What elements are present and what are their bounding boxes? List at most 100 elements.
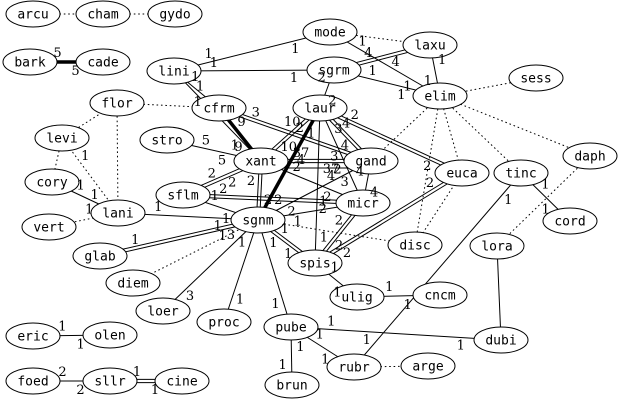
node-ellipse-xant[interactable] xyxy=(233,147,289,175)
node-bark[interactable]: bark xyxy=(2,48,58,76)
node-cine[interactable]: cine xyxy=(154,367,210,395)
node-ellipse-lora[interactable] xyxy=(469,232,525,260)
node-proc[interactable]: proc xyxy=(196,308,252,336)
node-micr[interactable]: micr xyxy=(335,189,391,217)
node-cncm[interactable]: cncm xyxy=(412,281,468,309)
node-ellipse-arcu[interactable] xyxy=(5,0,61,28)
node-lora[interactable]: lora xyxy=(469,232,525,260)
node-gand[interactable]: gand xyxy=(343,147,399,175)
node-label-gand: gand xyxy=(355,155,386,170)
node-ellipse-cfrm[interactable] xyxy=(191,94,247,122)
node-ellipse-cncm[interactable] xyxy=(412,281,468,309)
node-ellipse-cord[interactable] xyxy=(542,207,598,235)
node-tinc[interactable]: tinc xyxy=(493,159,549,187)
node-rubr[interactable]: rubr xyxy=(326,353,382,381)
node-sgnm[interactable]: sgnm xyxy=(230,206,286,234)
node-ellipse-disc[interactable] xyxy=(387,231,443,259)
node-cord[interactable]: cord xyxy=(542,207,598,235)
node-ellipse-olen[interactable] xyxy=(82,321,138,349)
node-olen[interactable]: olen xyxy=(82,321,138,349)
node-ellipse-foed[interactable] xyxy=(5,367,61,395)
node-ellipse-lani[interactable] xyxy=(90,199,146,227)
node-ellipse-sllr[interactable] xyxy=(82,367,138,395)
node-flor[interactable]: flor xyxy=(89,89,145,117)
node-stro[interactable]: stro xyxy=(139,126,195,154)
node-ellipse-flor[interactable] xyxy=(89,89,145,117)
node-vert[interactable]: vert xyxy=(21,213,77,241)
node-foed[interactable]: foed xyxy=(5,367,61,395)
node-arge[interactable]: arge xyxy=(400,352,456,380)
node-ellipse-elim[interactable] xyxy=(412,82,468,110)
node-ellipse-euca[interactable] xyxy=(434,159,490,187)
node-ellipse-spis[interactable] xyxy=(287,249,343,277)
node-arcu[interactable]: arcu xyxy=(5,0,61,28)
node-ellipse-sgnm[interactable] xyxy=(230,206,286,234)
node-loer[interactable]: loer xyxy=(135,297,191,325)
node-mode[interactable]: mode xyxy=(302,18,358,46)
edge-weight-gand-micr: 4 xyxy=(356,164,364,179)
node-ellipse-arge[interactable] xyxy=(400,352,456,380)
node-ellipse-cham[interactable] xyxy=(75,0,131,28)
node-lini[interactable]: lini xyxy=(146,57,202,85)
edge-laur-euca xyxy=(319,106,463,175)
node-ellipse-sess[interactable] xyxy=(508,64,564,92)
node-ellipse-mode[interactable] xyxy=(302,18,358,46)
node-sflm[interactable]: sflm xyxy=(155,181,211,209)
node-ellipse-brun[interactable] xyxy=(264,371,320,399)
node-ellipse-proc[interactable] xyxy=(196,308,252,336)
node-ellipse-gand[interactable] xyxy=(343,147,399,175)
node-laur[interactable]: laur xyxy=(292,94,348,122)
edge-weight-mode-elim: 1 xyxy=(358,35,366,50)
node-ellipse-cine[interactable] xyxy=(154,367,210,395)
node-cham[interactable]: cham xyxy=(75,0,131,28)
node-ellipse-stro[interactable] xyxy=(139,126,195,154)
node-gydo[interactable]: gydo xyxy=(147,0,203,28)
node-euca[interactable]: euca xyxy=(434,159,490,187)
node-ellipse-pube[interactable] xyxy=(263,313,319,341)
node-sess[interactable]: sess xyxy=(508,64,564,92)
node-ellipse-cade[interactable] xyxy=(75,48,131,76)
node-dubi[interactable]: dubi xyxy=(473,326,529,354)
node-ellipse-laur[interactable] xyxy=(292,94,348,122)
node-cfrm[interactable]: cfrm xyxy=(191,94,247,122)
node-ellipse-gydo[interactable] xyxy=(147,0,203,28)
node-ellipse-rubr[interactable] xyxy=(326,353,382,381)
node-ellipse-eric[interactable] xyxy=(5,322,61,350)
node-ellipse-vert[interactable] xyxy=(21,213,77,241)
node-diem[interactable]: diem xyxy=(105,269,161,297)
node-ellipse-micr[interactable] xyxy=(335,189,391,217)
node-laxu[interactable]: laxu xyxy=(402,31,458,59)
node-ellipse-daph[interactable] xyxy=(562,142,618,170)
node-daph[interactable]: daph xyxy=(562,142,618,170)
node-sllr[interactable]: sllr xyxy=(82,367,138,395)
node-ulig[interactable]: ulig xyxy=(329,283,385,311)
node-xant[interactable]: xant xyxy=(233,147,289,175)
edge-weight-sgnm-spis: 1 xyxy=(284,247,292,262)
node-glab[interactable]: glab xyxy=(72,242,128,270)
node-ellipse-lini[interactable] xyxy=(146,57,202,85)
node-spis[interactable]: spis xyxy=(287,249,343,277)
node-ellipse-ulig[interactable] xyxy=(329,283,385,311)
node-disc[interactable]: disc xyxy=(387,231,443,259)
node-ellipse-cory[interactable] xyxy=(24,168,80,196)
node-ellipse-laxu[interactable] xyxy=(402,31,458,59)
node-eric[interactable]: eric xyxy=(5,322,61,350)
node-ellipse-glab[interactable] xyxy=(72,242,128,270)
node-pube[interactable]: pube xyxy=(263,313,319,341)
node-brun[interactable]: brun xyxy=(264,371,320,399)
node-ellipse-levi[interactable] xyxy=(34,124,90,152)
node-ellipse-sgrm[interactable] xyxy=(306,56,362,84)
node-cory[interactable]: cory xyxy=(24,168,80,196)
edge-weight-sgrm-elim: 1 xyxy=(397,88,405,103)
node-ellipse-diem[interactable] xyxy=(105,269,161,297)
node-ellipse-bark[interactable] xyxy=(2,48,58,76)
node-ellipse-loer[interactable] xyxy=(135,297,191,325)
node-elim[interactable]: elim xyxy=(412,82,468,110)
node-lani[interactable]: lani xyxy=(90,199,146,227)
node-levi[interactable]: levi xyxy=(34,124,90,152)
node-cade[interactable]: cade xyxy=(75,48,131,76)
node-sgrm[interactable]: sgrm xyxy=(306,56,362,84)
node-ellipse-dubi[interactable] xyxy=(473,326,529,354)
node-ellipse-tinc[interactable] xyxy=(493,159,549,187)
node-ellipse-sflm[interactable] xyxy=(155,181,211,209)
